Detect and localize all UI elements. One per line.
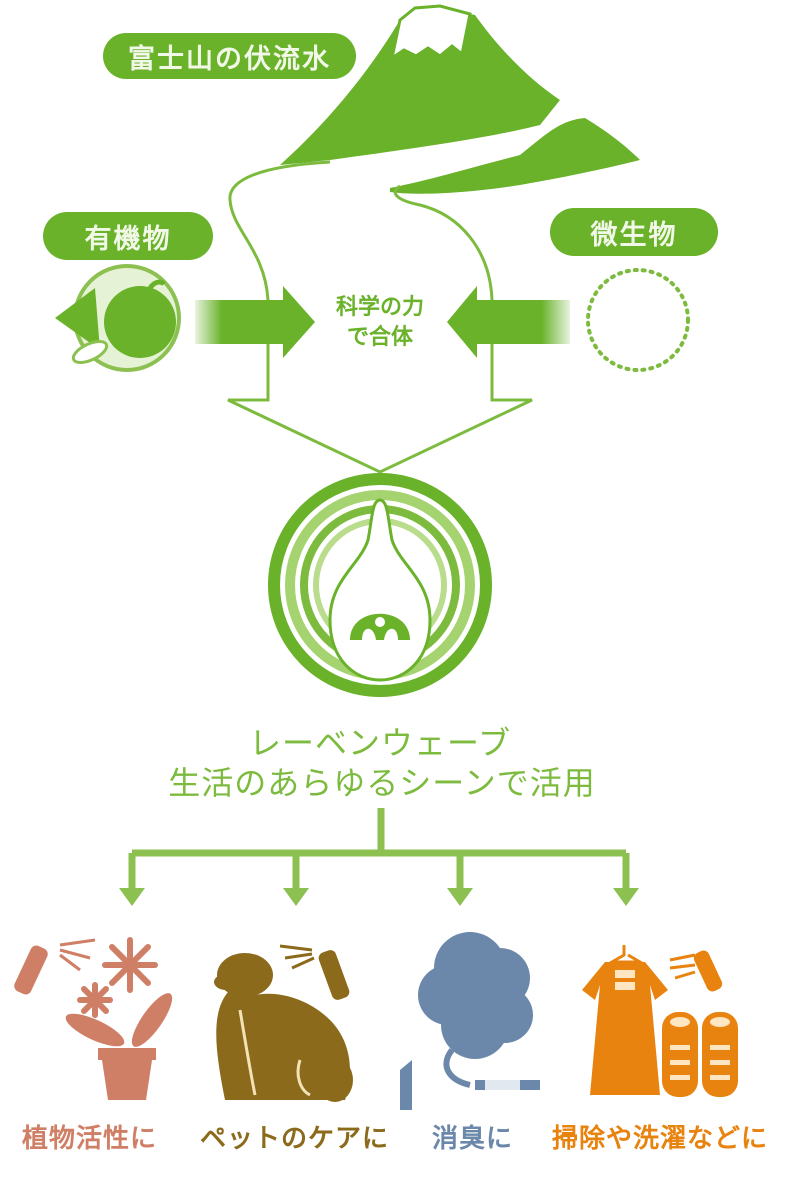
source-label-pill: 富士山の伏流水 — [103, 33, 356, 79]
microbe-label-pill: 微生物 — [550, 208, 718, 256]
water-stream-outline — [227, 160, 533, 474]
drop-emblem-icon — [268, 473, 492, 697]
process-label-line1: 科学の力 — [335, 295, 424, 320]
process-label: 科学の力 で合体 — [315, 293, 445, 353]
use-label-laundry: 掃除や洗濯などに — [552, 1124, 769, 1154]
branch-connector — [128, 808, 630, 890]
dotted-circle-microbe-icon — [586, 268, 690, 372]
branch-arrowheads — [119, 888, 639, 906]
use-label-plant: 植物活性に — [22, 1124, 158, 1154]
smoke-cigarette-icon — [400, 932, 540, 1110]
dog-spray-icon — [214, 944, 353, 1102]
use-label-deodorize: 消臭に — [432, 1124, 514, 1154]
microbe-label: 微生物 — [590, 219, 678, 251]
arrow-right-icon — [195, 286, 315, 358]
organic-label-pill: 有機物 — [43, 212, 213, 260]
arrow-left-icon — [447, 286, 570, 358]
organic-apple-icon — [55, 264, 181, 372]
source-label: 富士山の伏流水 — [128, 43, 331, 75]
mount-fuji-icon — [280, 4, 640, 194]
product-name: レーベンウェーブ — [248, 724, 512, 762]
use-label-pet: ペットのケアに — [200, 1124, 390, 1154]
organic-label: 有機物 — [84, 223, 172, 255]
product-tagline: 生活のあらゆるシーンで活用 — [168, 764, 596, 802]
process-label-line2: で合体 — [346, 325, 413, 350]
clothes-shoes-spray-icon — [582, 945, 738, 1097]
plant-spray-icon — [14, 937, 173, 1100]
